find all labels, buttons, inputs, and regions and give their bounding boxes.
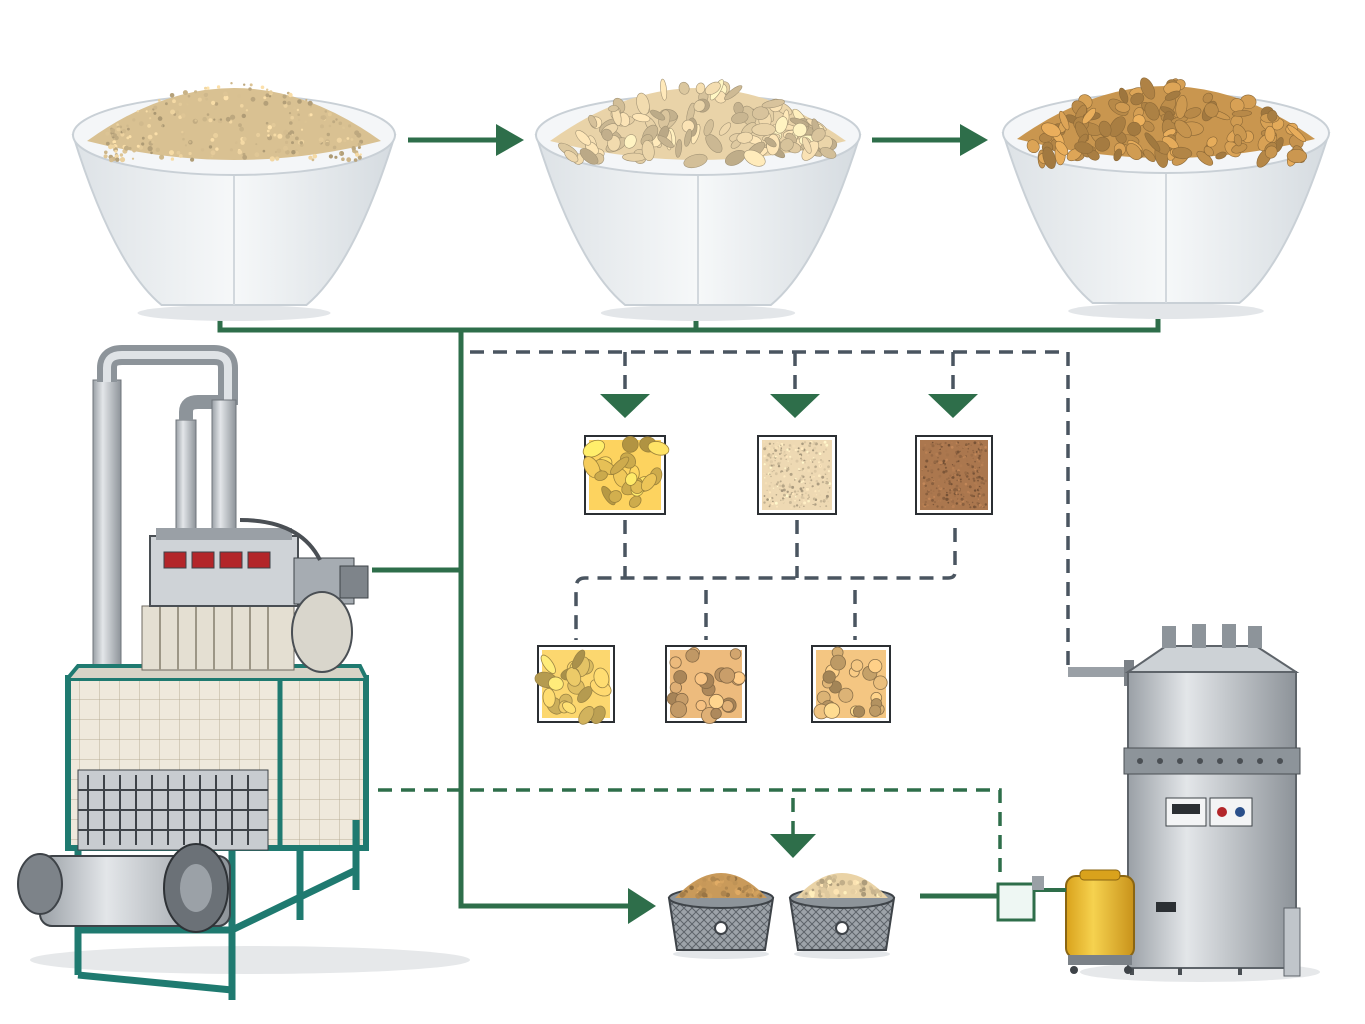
down-triangle-2 xyxy=(770,394,820,418)
coarse-output-basket xyxy=(667,873,775,959)
arrowhead-right-2 xyxy=(960,124,988,156)
bowl-of-roasted-flakes-icon xyxy=(1001,77,1331,319)
round-nuggets-sample xyxy=(665,645,747,724)
fine-beige-powder-sample xyxy=(757,435,837,515)
down-triangle-4 xyxy=(770,834,816,858)
dashed-green-lines xyxy=(378,788,1002,880)
storage-tank-icon xyxy=(996,624,1320,982)
brown-powder-sample xyxy=(915,435,993,515)
output-baskets xyxy=(667,873,896,959)
yellow-pieces-sample xyxy=(534,645,615,725)
bowl-of-flakes-icon xyxy=(534,78,862,321)
fine-output-basket xyxy=(788,873,896,959)
mixed-nuggets-sample xyxy=(811,645,891,723)
arrowhead-right-1 xyxy=(496,124,524,156)
stage-bowls xyxy=(71,77,1331,321)
sample-tiles xyxy=(534,435,993,725)
arrowhead-right-3 xyxy=(628,888,656,924)
extruder-machine-icon xyxy=(17,345,470,1000)
bowl-of-fine-grain-icon xyxy=(71,82,397,321)
down-triangle-3 xyxy=(928,394,978,418)
yellow-chunks-sample xyxy=(582,435,670,515)
main-vertical-line xyxy=(458,330,630,909)
down-triangle-1 xyxy=(600,394,650,418)
